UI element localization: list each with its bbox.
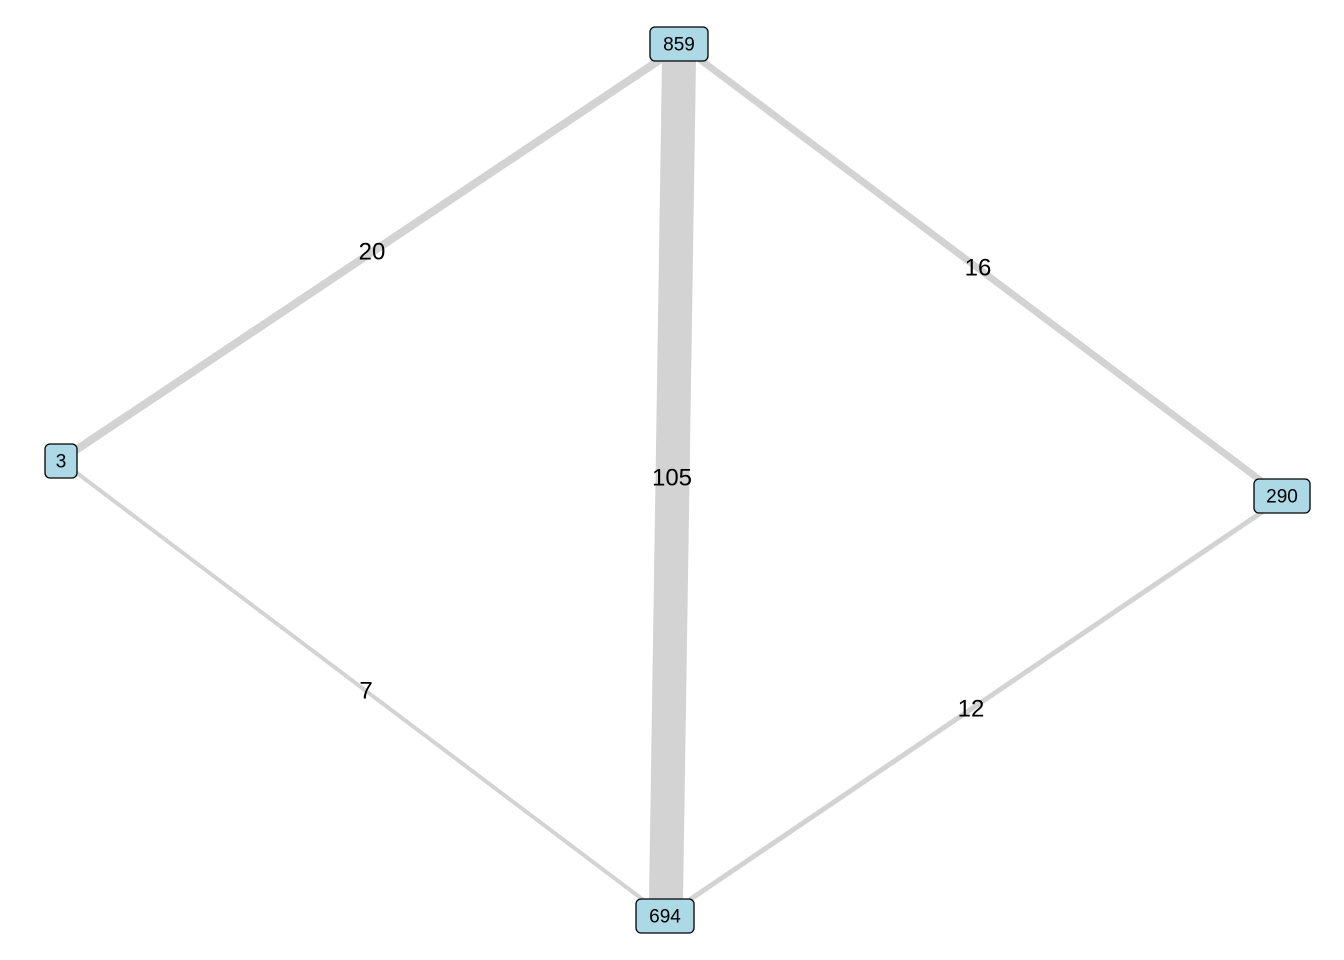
- edge-859-3: [70, 51, 670, 456]
- edge-3-694: [71, 468, 652, 907]
- node-box: [649, 26, 709, 62]
- node-box: [1253, 478, 1311, 514]
- edge-859-290: [691, 52, 1271, 489]
- node-label: 3: [56, 452, 67, 473]
- edge-859-694: [649, 59, 696, 901]
- node-label: 694: [649, 907, 681, 928]
- edges-layer: [70, 51, 1271, 908]
- node-3[interactable]: 3: [44, 443, 78, 479]
- edge-labels-layer: 20 16 105 7 12: [359, 239, 992, 723]
- node-box: [635, 898, 695, 934]
- edge-weight-label: 16: [965, 255, 992, 282]
- node-label: 859: [663, 35, 695, 56]
- node-290[interactable]: 290: [1253, 478, 1311, 514]
- node-694[interactable]: 694: [635, 898, 695, 934]
- edge-weight-label: 20: [359, 239, 386, 266]
- node-859[interactable]: 859: [649, 26, 709, 62]
- edge-weight-label: 7: [359, 678, 372, 705]
- node-label: 290: [1266, 487, 1298, 508]
- edge-weight-label: 12: [958, 696, 985, 723]
- edge-290-694: [680, 505, 1270, 908]
- nodes-layer: 859 3 290 694: [44, 26, 1311, 934]
- edge-weight-label: 105: [652, 465, 692, 492]
- node-box: [44, 443, 78, 479]
